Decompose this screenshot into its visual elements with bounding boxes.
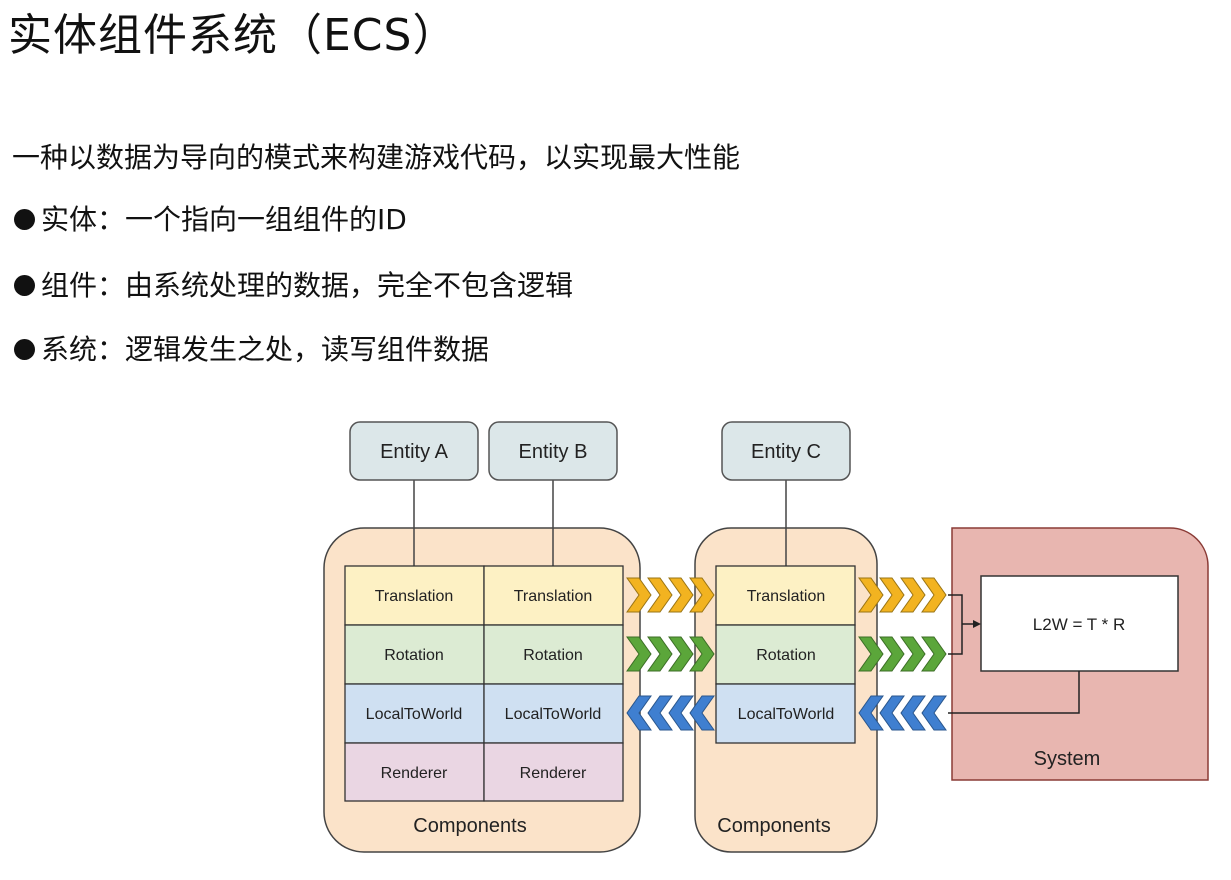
- bullet-entity-text: 实体：一个指向一组组件的ID: [41, 203, 407, 236]
- translation-cell-a: Translation: [375, 588, 454, 605]
- bullet-dot-icon: [14, 339, 35, 360]
- translation-cell-c: Translation: [747, 588, 826, 605]
- formula-box: [980, 575, 1179, 672]
- chevrons-translation-left: [626, 577, 715, 613]
- rotation-cell-a: Rotation: [384, 647, 444, 664]
- entity-c: Entity C: [721, 421, 851, 481]
- renderer-cell-a: Renderer: [381, 765, 448, 782]
- localtoworld-cell-b: LocalToWorld: [505, 706, 602, 723]
- output-connector: [948, 671, 1080, 714]
- bullet-system: 系统：逻辑发生之处，读写组件数据: [14, 330, 489, 370]
- entity-a-label: Entity A: [380, 441, 448, 463]
- slide-title: 实体组件系统（ECS）: [8, 10, 458, 61]
- localtoworld-cell-a: LocalToWorld: [366, 706, 463, 723]
- bullet-component-text: 组件：由系统处理的数据，完全不包含逻辑: [41, 269, 574, 302]
- localtoworld-cell-c: LocalToWorld: [738, 706, 835, 723]
- system-label: System: [1034, 748, 1101, 770]
- chevrons-localtoworld-left: [626, 695, 715, 731]
- input-arrowhead-icon: [973, 620, 981, 628]
- entity-b: Entity B: [488, 421, 618, 481]
- translation-cell-b: Translation: [514, 588, 593, 605]
- column-a: Translation Rotation LocalToWorld Render…: [344, 565, 485, 802]
- column-b: Translation Rotation LocalToWorld Render…: [483, 565, 624, 802]
- chevrons-rotation-left: [626, 636, 715, 672]
- formula-text: L2W = T * R: [1033, 615, 1125, 634]
- rotation-cell-b: Rotation: [523, 647, 583, 664]
- bullet-dot-icon: [14, 209, 35, 230]
- chevrons-rotation-right: [858, 636, 947, 672]
- entity-a: Entity A: [349, 421, 479, 481]
- rotation-cell-c: Rotation: [756, 647, 816, 664]
- renderer-cell-b: Renderer: [520, 765, 587, 782]
- bullet-entity: 实体：一个指向一组组件的ID: [14, 200, 407, 240]
- entity-b-label: Entity B: [519, 441, 588, 463]
- bullet-system-text: 系统：逻辑发生之处，读写组件数据: [41, 333, 490, 366]
- chevrons-localtoworld-right: [858, 695, 947, 731]
- column-c: Translation Rotation LocalToWorld: [715, 565, 856, 744]
- components-label-ab: Components: [413, 815, 526, 837]
- bullet-dot-icon: [14, 275, 35, 296]
- entity-c-label: Entity C: [751, 441, 821, 463]
- components-label-c: Components: [717, 815, 830, 837]
- bullet-component: 组件：由系统处理的数据，完全不包含逻辑: [14, 266, 573, 306]
- chevrons-translation-right: [858, 577, 947, 613]
- intro-text: 一种以数据为导向的模式来构建游戏代码，以实现最大性能: [12, 141, 741, 174]
